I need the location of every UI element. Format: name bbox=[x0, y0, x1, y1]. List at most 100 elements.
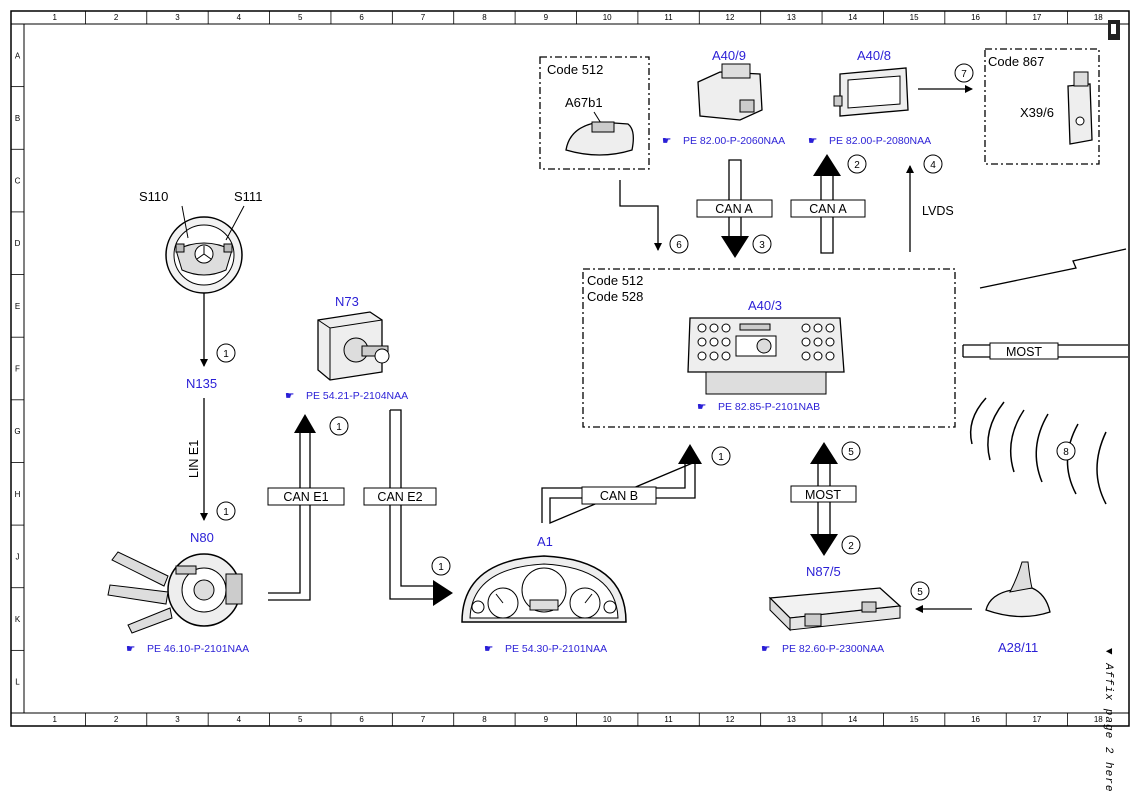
column-label-bottom: 1 bbox=[52, 715, 57, 724]
column-label-top: 14 bbox=[848, 13, 857, 22]
svg-text:☛: ☛ bbox=[285, 390, 294, 402]
column-label-bottom: 6 bbox=[359, 715, 364, 724]
callout-3: 3 bbox=[752, 234, 772, 254]
callout-2-most: 2 bbox=[841, 535, 861, 555]
callout-2-top: 2 bbox=[847, 154, 867, 174]
svg-text:1: 1 bbox=[223, 349, 229, 360]
column-label-bottom: 5 bbox=[298, 715, 303, 724]
code-512-label: Code 512 bbox=[547, 62, 603, 77]
callout-1-can-b: 1 bbox=[711, 446, 731, 466]
svg-text:1: 1 bbox=[223, 507, 229, 518]
code-528-label: Code 528 bbox=[587, 289, 643, 304]
ref-n80: ☛ PE 46.10-P-2101NAA bbox=[126, 643, 249, 655]
column-label-top: 7 bbox=[421, 13, 426, 22]
svg-text:2: 2 bbox=[848, 541, 854, 552]
wireless-signal-icon bbox=[969, 397, 1107, 505]
svg-text:☛: ☛ bbox=[484, 643, 493, 655]
code-867-box bbox=[984, 48, 1100, 165]
svg-text:6: 6 bbox=[676, 240, 682, 251]
camera-mirror-icon bbox=[565, 121, 634, 156]
drawing-frame: 1122334455667788991010111112121313141415… bbox=[10, 10, 1130, 727]
column-label-top: 8 bbox=[482, 13, 487, 22]
column-label-bottom: 8 bbox=[482, 715, 487, 724]
steering-wheel-icon bbox=[165, 216, 243, 294]
code-512-528-box bbox=[582, 268, 956, 428]
svg-text:1: 1 bbox=[438, 562, 444, 573]
column-label-top: 18 bbox=[1094, 13, 1103, 22]
ref-a1: ☛ PE 54.30-P-2101NAA bbox=[484, 643, 607, 655]
can-e1-bus bbox=[268, 433, 311, 601]
column-label-top: 5 bbox=[298, 13, 303, 22]
svg-text:8: 8 bbox=[1063, 447, 1069, 458]
s111-label: S111 bbox=[234, 189, 262, 204]
column-label-bottom: 11 bbox=[664, 715, 673, 724]
column-label-top: 12 bbox=[726, 13, 735, 22]
ignition-switch-icon bbox=[317, 311, 390, 381]
camera-line bbox=[619, 180, 662, 251]
svg-text:PE 82.60-P-2300NAA: PE 82.60-P-2300NAA bbox=[782, 643, 884, 655]
row-label: C bbox=[15, 177, 21, 186]
svg-text:PE 46.10-P-2101NAA: PE 46.10-P-2101NAA bbox=[147, 643, 249, 655]
row-label: B bbox=[15, 114, 20, 123]
callout-1-can-e2: 1 bbox=[431, 556, 451, 576]
column-label-top: 13 bbox=[787, 13, 796, 22]
column-label-bottom: 12 bbox=[726, 715, 735, 724]
column-label-top: 16 bbox=[971, 13, 980, 22]
can-a-label-1: CAN A bbox=[715, 202, 753, 216]
column-label-bottom: 9 bbox=[544, 715, 549, 724]
row-label: K bbox=[15, 615, 21, 624]
column-label-top: 2 bbox=[114, 13, 119, 22]
ref-n73: ☛ PE 54.21-P-2104NAA bbox=[285, 390, 408, 402]
can-a-down-bus bbox=[728, 159, 742, 239]
svg-text:3: 3 bbox=[759, 240, 765, 251]
column-label-top: 15 bbox=[910, 13, 919, 22]
svg-text:1: 1 bbox=[718, 452, 724, 463]
can-b-label: CAN B bbox=[600, 489, 638, 503]
corner-mark-icon bbox=[1108, 20, 1120, 40]
svg-text:☛: ☛ bbox=[761, 643, 770, 655]
svg-text:1: 1 bbox=[336, 422, 342, 433]
svg-text:☛: ☛ bbox=[662, 135, 671, 147]
svg-text:5: 5 bbox=[917, 587, 923, 598]
column-label-bottom: 4 bbox=[237, 715, 242, 724]
column-label-top: 6 bbox=[359, 13, 364, 22]
row-label: E bbox=[15, 302, 20, 311]
lin-e1-label: LIN E1 bbox=[187, 440, 201, 478]
callout-7: 7 bbox=[954, 63, 974, 83]
row-label: J bbox=[16, 552, 20, 561]
s110-label: S110 bbox=[139, 189, 168, 204]
lvds-label: LVDS bbox=[922, 204, 954, 218]
n80-label: N80 bbox=[190, 530, 214, 545]
a40-9-label: A40/9 bbox=[712, 48, 746, 63]
instrument-cluster-icon bbox=[461, 555, 627, 623]
row-label: D bbox=[15, 239, 21, 248]
code-867-label: Code 867 bbox=[988, 54, 1044, 69]
ref-a40-8: ☛ PE 82.00-P-2080NAA bbox=[808, 135, 931, 147]
svg-text:☛: ☛ bbox=[697, 401, 706, 413]
column-label-top: 17 bbox=[1032, 13, 1041, 22]
a40-9-controller-icon bbox=[697, 63, 763, 121]
affix-note: ▼ Affix page 2 here ▼ bbox=[1102, 648, 1114, 798]
column-label-top: 1 bbox=[52, 13, 57, 22]
column-label-bottom: 15 bbox=[910, 715, 919, 724]
a40-8-display-icon bbox=[833, 67, 909, 117]
a40-8-label: A40/8 bbox=[857, 48, 891, 63]
can-e2-label: CAN E2 bbox=[377, 490, 422, 504]
column-label-bottom: 10 bbox=[603, 715, 612, 724]
column-label-bottom: 14 bbox=[848, 715, 857, 724]
column-label-top: 4 bbox=[237, 13, 242, 22]
svg-text:PE 82.85-P-2101NAB: PE 82.85-P-2101NAB bbox=[718, 401, 820, 413]
can-e1-label: CAN E1 bbox=[283, 490, 328, 504]
svg-text:4: 4 bbox=[930, 160, 936, 171]
svg-text:☛: ☛ bbox=[808, 135, 817, 147]
antenna-icon bbox=[985, 561, 1051, 618]
ref-a40-3: ☛ PE 82.85-P-2101NAB bbox=[697, 401, 820, 413]
column-label-bottom: 16 bbox=[971, 715, 980, 724]
callout-4: 4 bbox=[923, 154, 943, 174]
column-label-top: 9 bbox=[544, 13, 549, 22]
svg-text:PE 82.00-P-2060NAA: PE 82.00-P-2060NAA bbox=[683, 135, 785, 147]
callout-6: 6 bbox=[669, 234, 689, 254]
row-label: A bbox=[15, 51, 21, 60]
